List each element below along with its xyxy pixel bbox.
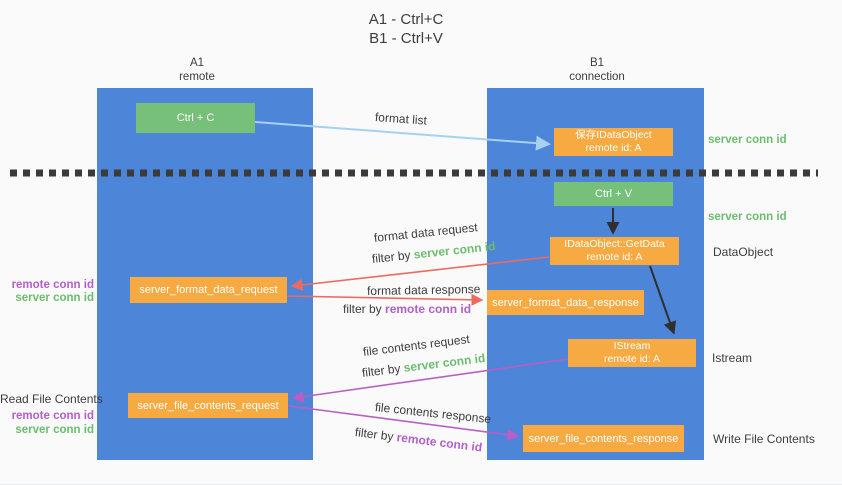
node-server-file-contents-request: server_file_contents_request [128,393,288,418]
node-getdata: IDataObject::GetData remote id: A [550,237,679,265]
node-save-dataobject-line1: 保存IDataObject [575,129,652,141]
lifeline-a1-subtitle: remote [179,70,215,83]
node-server-format-data-request-label: server_format_data_request [139,284,278,296]
annotation-write-file-contents: Write File Contents [713,432,815,446]
lifeline-header-b1: B1 connection [537,57,657,84]
lifeline-b1-name: B1 [589,57,605,69]
node-istream: IStream remote id: A [568,339,696,367]
lifeline-header-a1: A1 remote [137,57,257,84]
node-istream-line1: IStream [613,340,651,352]
filter-by-text: filter by [343,302,382,316]
filter-by-text: filter by [371,247,412,266]
node-save-dataobject-line2: remote id: A [585,142,642,154]
filter-by-text: filter by [354,425,395,444]
node-save-dataobject: 保存IDataObject remote id: A [554,128,673,156]
server-conn-id-text: server conn id [402,350,486,375]
node-server-format-data-response: server_format_data_response [487,290,644,315]
edge-label-format-data-response: format data response [366,282,481,298]
diagram-title: A1 - Ctrl+C B1 - Ctrl+V [326,10,486,48]
edge-label-format-list: format list [374,110,428,128]
node-server-format-data-request: server_format_data_request [130,277,287,303]
node-ctrl-c: Ctrl + C [136,103,255,133]
annotation-remote-conn-id-1: remote conn id [11,279,94,291]
node-istream-line2: remote id: A [603,353,661,365]
annotation-server-conn-id-1: server conn id [15,292,94,304]
annotation-server-conn-id-top: server conn id [708,134,787,146]
lifeline-a1-name: A1 [189,57,205,69]
annotation-istream: Istream [712,351,753,365]
node-server-file-contents-request-label: server_file_contents_request [137,399,279,412]
filter-by-text: filter by [361,361,402,380]
server-conn-id-text: server conn id [413,239,497,262]
annotation-remote-conn-id-2: remote conn id [11,410,94,422]
title-line-a1: A1 - Ctrl+C [368,11,444,28]
edge-label-format-data-request: format data request [373,220,479,245]
remote-conn-id-text: remote conn id [395,430,483,455]
remote-conn-id-text: remote conn id [385,302,472,316]
node-getdata-line2: remote id: A [586,251,643,263]
title-line-b1: B1 - Ctrl+V [369,30,443,47]
edge-label-filter-by-remote-conn-id-2: filter by remote conn id [354,425,483,455]
lifeline-b1-subtitle: connection [569,70,625,83]
node-ctrl-v: Ctrl + V [554,182,673,206]
annotation-server-conn-id-mid: server conn id [708,211,787,223]
node-server-file-contents-response: server_file_contents_response [523,425,684,452]
edge-label-file-contents-response: file contents response [374,400,492,427]
node-server-format-data-response-label: server_format_data_response [492,296,639,309]
node-ctrl-c-label: Ctrl + C [176,112,215,124]
edge-label-filter-by-remote-conn-id-1: filter by remote conn id [343,302,471,316]
node-server-file-contents-response-label: server_file_contents_response [528,432,679,445]
node-ctrl-v-label: Ctrl + V [595,188,632,200]
annotation-dataobject: DataObject [713,245,774,259]
annotation-server-conn-id-2: server conn id [15,424,94,436]
annotation-read-file-contents: Read File Contents [0,392,103,406]
node-getdata-line1: IDataObject::GetData [564,238,665,250]
